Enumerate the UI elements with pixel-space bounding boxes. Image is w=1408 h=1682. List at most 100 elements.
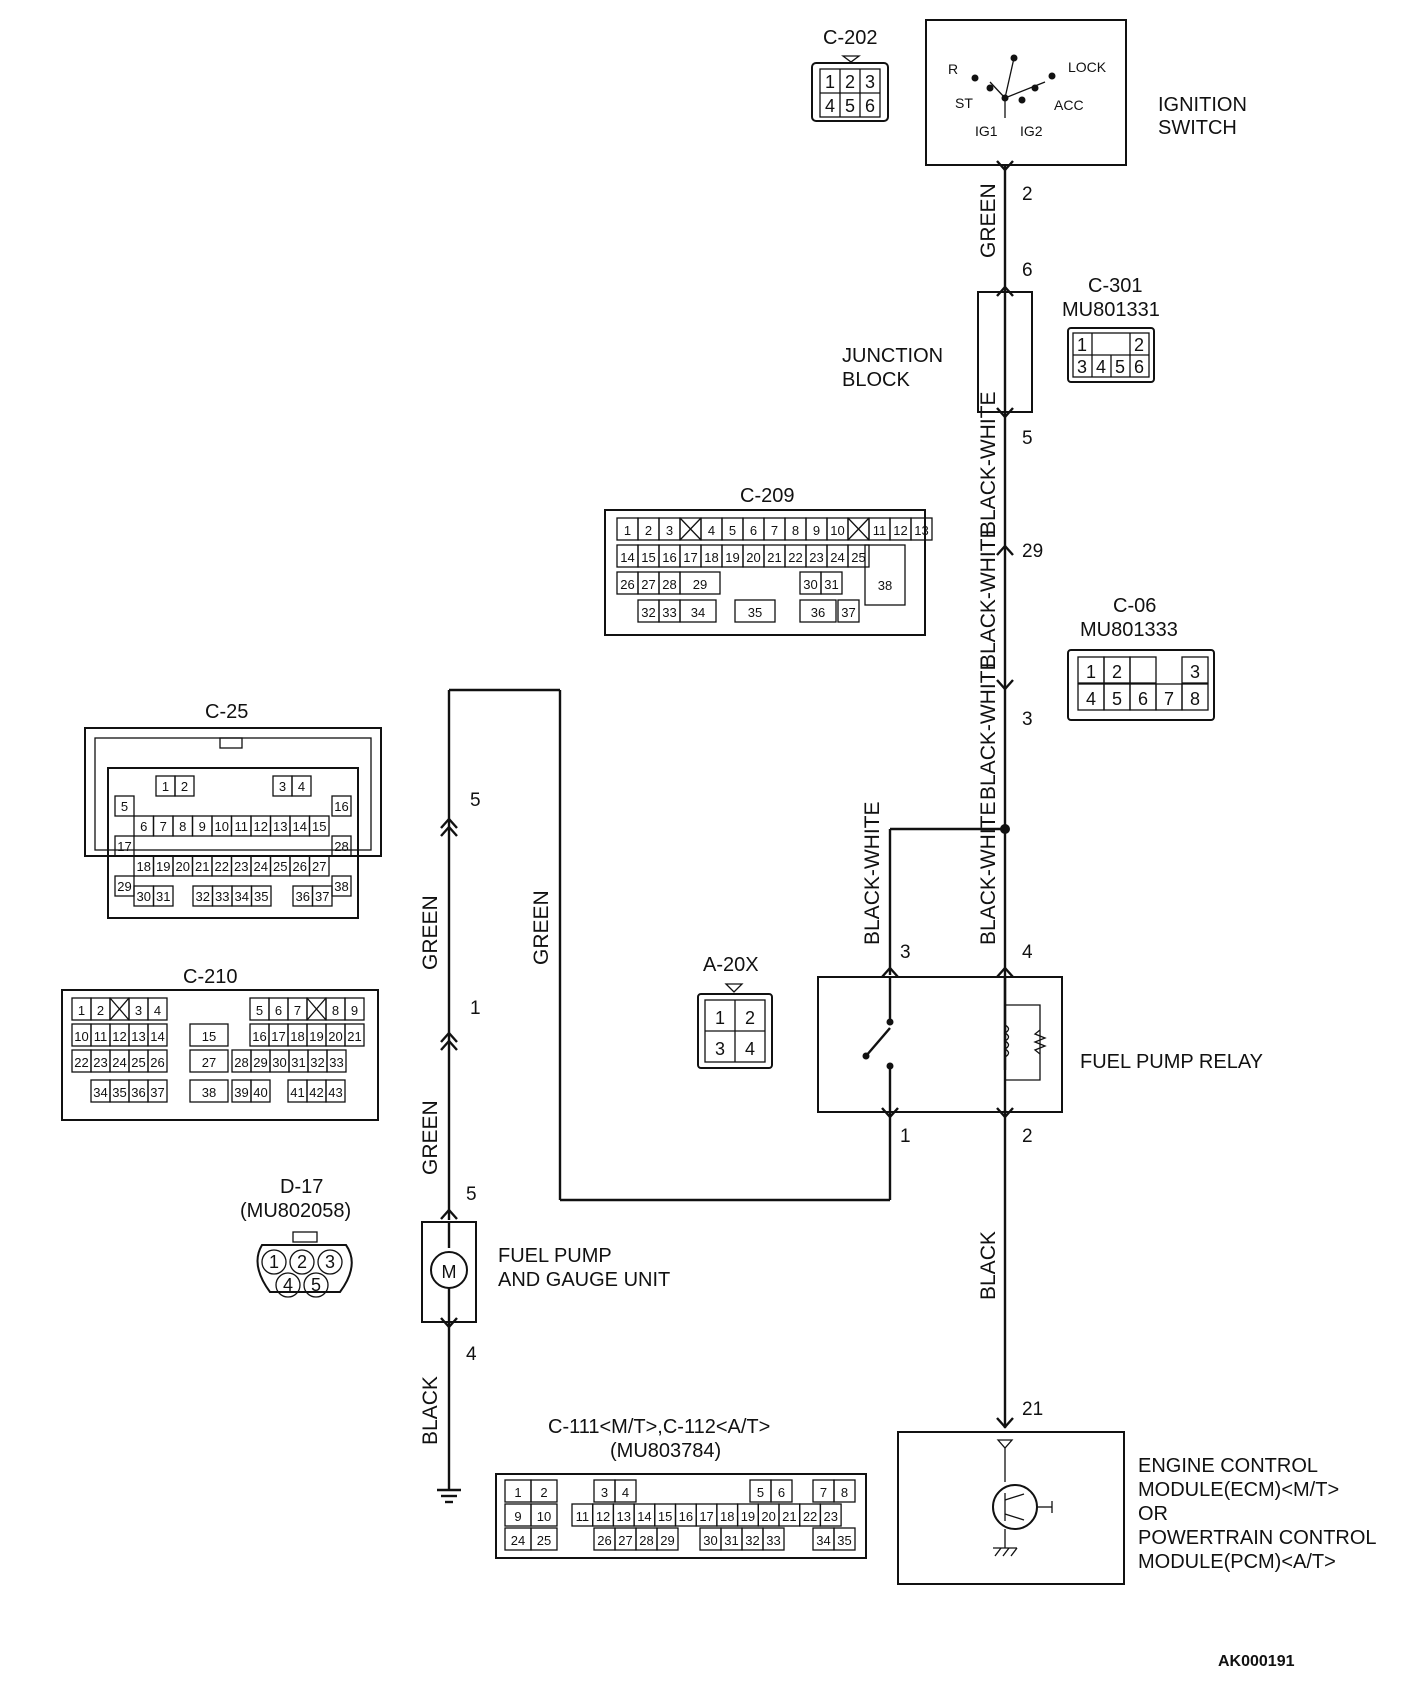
connector-body bbox=[256, 1244, 353, 1293]
connector-chevron bbox=[996, 679, 1014, 691]
pin-cell: 32 bbox=[745, 1533, 759, 1548]
pin-cell: 14 bbox=[637, 1509, 651, 1524]
connector-chevron bbox=[996, 966, 1014, 978]
pin-cell: 38 bbox=[878, 578, 892, 593]
pin-cell-box bbox=[147, 997, 168, 1021]
pin-cell-box bbox=[530, 1503, 558, 1527]
ecm-label: ENGINE CONTROL bbox=[1138, 1455, 1318, 1477]
pin-cell: 20 bbox=[761, 1509, 775, 1524]
pin-cell: 43 bbox=[328, 1085, 342, 1100]
switch-pos-acc: ACC bbox=[1054, 97, 1084, 113]
ignition-switch-label: SWITCH bbox=[1158, 117, 1237, 139]
connector-body bbox=[495, 1473, 867, 1559]
ecm-label: MODULE(ECM)<M/T> bbox=[1138, 1479, 1339, 1501]
switch-arm bbox=[989, 81, 1006, 99]
pin-cell: 5 bbox=[757, 1485, 764, 1500]
pin-cell: 17 bbox=[271, 1029, 285, 1044]
pin-cell: 26 bbox=[293, 859, 307, 874]
pin-cell: 3 bbox=[1077, 357, 1087, 377]
ecm-label: MODULE(PCM)<A/T> bbox=[1138, 1551, 1336, 1573]
pin-cell: 29 bbox=[253, 1055, 267, 1070]
pin-cell: 24 bbox=[112, 1055, 126, 1070]
pin-cell: 2 bbox=[845, 72, 855, 92]
pin-cell-box bbox=[614, 1479, 637, 1503]
switch-pos-ig2: IG2 bbox=[1020, 123, 1043, 139]
pin-cell-box bbox=[820, 571, 843, 595]
pin-cell: 5 bbox=[256, 1003, 263, 1018]
pin-cell: 18 bbox=[720, 1509, 734, 1524]
pin-cell-box bbox=[833, 1527, 856, 1551]
switch-pos-r: R bbox=[948, 61, 958, 77]
pin-cell: 33 bbox=[215, 889, 229, 904]
pin-cell: 22 bbox=[74, 1055, 88, 1070]
transistor-icon bbox=[992, 1484, 1038, 1530]
pin-cell: 1 bbox=[624, 523, 631, 538]
pin-label: 5 bbox=[1022, 428, 1033, 449]
pin-cell: 22 bbox=[803, 1509, 817, 1524]
pin-cell: 2 bbox=[745, 1008, 755, 1028]
pin-cell: 21 bbox=[782, 1509, 796, 1524]
wire-color-label: BLACK-WHITE bbox=[861, 801, 884, 945]
switch-contact bbox=[971, 74, 979, 82]
pin-cell: 33 bbox=[662, 605, 676, 620]
pin-cell: 3 bbox=[1190, 662, 1200, 682]
pin-cell-box bbox=[326, 1049, 347, 1073]
pin-cell-box bbox=[147, 1079, 168, 1103]
pin-cell: 1 bbox=[514, 1485, 521, 1500]
pin-cell: 6 bbox=[865, 96, 875, 116]
fuel-pump-unit: M FUEL PUMP AND GAUGE UNIT 4 BLACK bbox=[419, 1221, 670, 1504]
pin-cell: 37 bbox=[315, 889, 329, 904]
pin-cell: 9 bbox=[199, 819, 206, 834]
pin-cell-box bbox=[819, 1503, 842, 1527]
pin-cell: 28 bbox=[639, 1533, 653, 1548]
connector-shell bbox=[84, 727, 382, 857]
pin-cell: 20 bbox=[176, 859, 190, 874]
connector-body bbox=[811, 62, 889, 122]
fuel-pump-label: FUEL PUMP bbox=[498, 1245, 612, 1267]
pin-cell: 10 bbox=[74, 1029, 88, 1044]
pin-cell: 4 bbox=[745, 1039, 755, 1059]
pin-cell: 23 bbox=[824, 1509, 838, 1524]
connector-chevron bbox=[996, 160, 1014, 172]
pin-cell-box bbox=[530, 1479, 558, 1503]
pin-cell: 3 bbox=[601, 1485, 608, 1500]
pin-label: 4 bbox=[466, 1344, 477, 1365]
pin-cell: 13 bbox=[273, 819, 287, 834]
connector-body bbox=[604, 509, 926, 636]
pin-cell-box bbox=[1129, 656, 1157, 684]
pin-cell: 28 bbox=[334, 839, 348, 854]
pin-cell: 24 bbox=[830, 550, 844, 565]
pin-cell: 3 bbox=[325, 1252, 335, 1272]
pin-cell: 5 bbox=[121, 799, 128, 814]
pin-cell: 25 bbox=[851, 550, 865, 565]
relay-coil-loop bbox=[1005, 1004, 1041, 1081]
pin-cell: 38 bbox=[202, 1085, 216, 1100]
pin-cell: 36 bbox=[296, 889, 310, 904]
pin-cell: 21 bbox=[347, 1029, 361, 1044]
pin-cell-box bbox=[799, 599, 837, 623]
ecm-module: 21 ENGINE CONTROL MODULE(ECM)<M/T> OR PO… bbox=[897, 1399, 1377, 1585]
pin-cell: 18 bbox=[137, 859, 151, 874]
pin-cell: 4 bbox=[283, 1275, 293, 1295]
connector-chevron bbox=[996, 1417, 1014, 1429]
pin-cell: 17 bbox=[117, 839, 131, 854]
pin-cell: 38 bbox=[334, 879, 348, 894]
pin-cell-box bbox=[1181, 656, 1209, 684]
pin-cell: 7 bbox=[160, 819, 167, 834]
pin-cell-box bbox=[770, 1479, 793, 1503]
pin-cell: 15 bbox=[658, 1509, 672, 1524]
transistor-collector bbox=[1004, 1493, 1025, 1501]
pin-cell: 30 bbox=[703, 1533, 717, 1548]
pin-cell: 2 bbox=[1134, 335, 1144, 355]
pin-cell: 21 bbox=[195, 859, 209, 874]
pin-cell: 3 bbox=[715, 1039, 725, 1059]
pin-cell: 3 bbox=[135, 1003, 142, 1018]
pin-cell: 35 bbox=[837, 1533, 851, 1548]
pin-cell: 14 bbox=[620, 550, 634, 565]
pin-cell: 13 bbox=[617, 1509, 631, 1524]
pin-cell: 31 bbox=[156, 889, 170, 904]
motor-symbol: M bbox=[442, 1262, 457, 1282]
ignition-switch-box bbox=[925, 19, 1127, 166]
pin-cell: 27 bbox=[202, 1055, 216, 1070]
fuel-pump-label: AND GAUGE UNIT bbox=[498, 1269, 670, 1291]
